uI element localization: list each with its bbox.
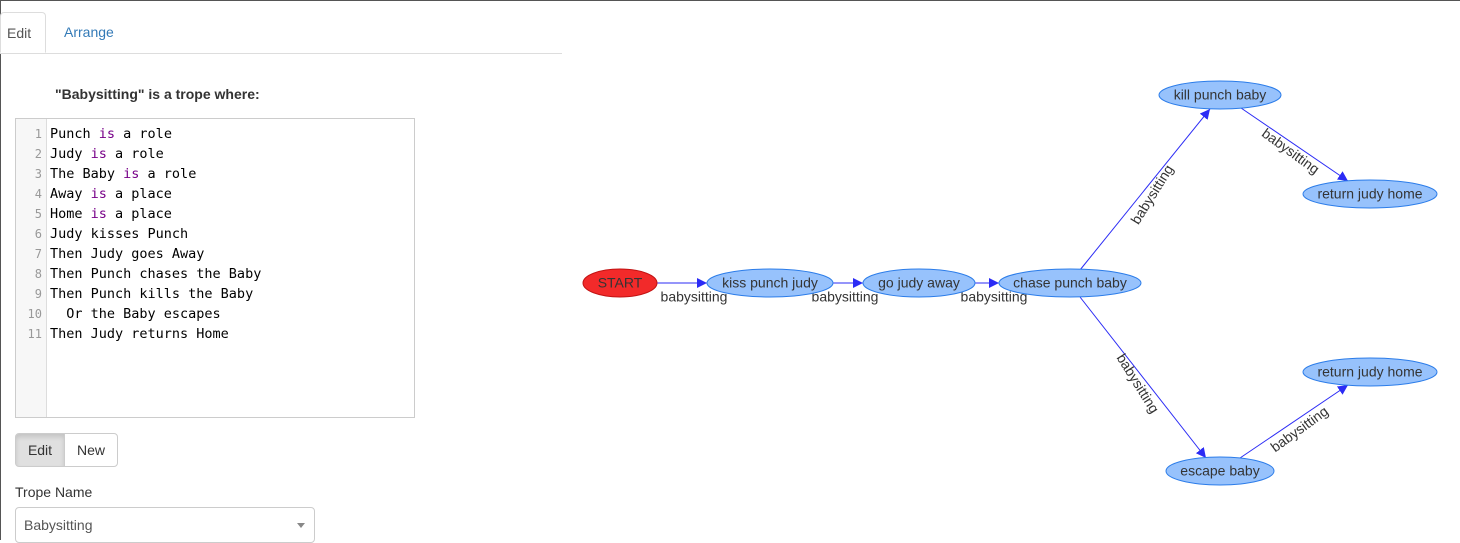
trope-name-value: Babysitting: [24, 517, 93, 533]
code-text: a role: [115, 126, 172, 142]
node-kiss[interactable]: kiss punch judy: [706, 268, 834, 298]
left-border: [0, 0, 1, 540]
code-line: Away is a place: [50, 184, 172, 204]
node-start[interactable]: START: [582, 268, 658, 298]
edge-label: babysitting: [661, 289, 728, 305]
edge-label: babysitting: [961, 289, 1028, 305]
node-label: escape baby: [1180, 463, 1259, 479]
edge-escape-ret2: [1239, 384, 1349, 459]
code-text: a place: [106, 186, 172, 202]
node-shape: [1165, 456, 1275, 486]
node-shape: [1302, 357, 1438, 387]
trope-name-label: Trope Name: [15, 484, 93, 500]
line-number: 8: [34, 267, 42, 281]
node-label: kiss punch judy: [722, 275, 818, 291]
edge-label: babysitting: [812, 289, 879, 305]
code-text: Punch: [50, 126, 99, 142]
line-number-gutter: 1 2 3 4 5 6 7 8 9 10 11: [16, 119, 47, 417]
code-line: Or the Baby escapes: [50, 304, 221, 324]
node-away[interactable]: go judy away: [862, 268, 976, 298]
code-text: a role: [106, 146, 164, 162]
code-line: Then Punch chases the Baby: [50, 264, 261, 284]
code-line: Punch is a role: [50, 124, 172, 144]
node-label: chase punch baby: [1013, 275, 1127, 291]
code-text: Then Punch chases the Baby: [50, 266, 262, 282]
keyword: is: [98, 126, 116, 142]
code-text: Judy: [50, 146, 91, 162]
node-shape: [706, 268, 834, 298]
edge-chase-escape: [1079, 296, 1207, 459]
code-text: Then Punch kills the Baby: [50, 286, 254, 302]
tab-edit[interactable]: Edit: [0, 12, 46, 53]
node-escape[interactable]: escape baby: [1165, 456, 1275, 486]
code-line: The Baby is a role: [50, 164, 196, 184]
node-label: kill punch baby: [1174, 87, 1267, 103]
code-line: Judy is a role: [50, 144, 164, 164]
code-text: a role: [139, 166, 197, 182]
node-shape: [1302, 179, 1438, 209]
new-button[interactable]: New: [64, 433, 118, 467]
line-number: 9: [34, 287, 42, 301]
edge-kill-ret1: [1240, 107, 1349, 182]
chevron-down-icon: [297, 523, 305, 528]
top-border: [0, 0, 1460, 1]
code-text: Home: [50, 206, 91, 222]
edit-button[interactable]: Edit: [15, 433, 65, 467]
node-ret2[interactable]: return judy home: [1302, 357, 1438, 387]
trope-heading: "Babysitting" is a trope where:: [55, 86, 260, 102]
code-line: Then Judy goes Away: [50, 244, 204, 264]
line-number: 11: [27, 327, 42, 341]
node-shape: [998, 268, 1142, 298]
code-line: Home is a place: [50, 204, 172, 224]
edge-chase-kill: [1079, 108, 1211, 271]
code-text: Then Judy goes Away: [50, 246, 205, 262]
code-line: Then Punch kills the Baby: [50, 284, 253, 304]
line-number: 10: [27, 307, 42, 321]
code-text: Away: [50, 186, 91, 202]
code-text: Judy kisses Punch: [50, 226, 189, 242]
line-number: 2: [34, 147, 42, 161]
line-number: 1: [34, 127, 42, 141]
tab-arrange[interactable]: Arrange: [64, 24, 114, 40]
keyword: is: [90, 186, 107, 202]
trope-name-select[interactable]: Babysitting: [15, 507, 315, 543]
line-number: 4: [34, 187, 42, 201]
code-line: Then Judy returns Home: [50, 324, 229, 344]
node-chase[interactable]: chase punch baby: [998, 268, 1142, 298]
code-text: a place: [106, 206, 172, 222]
line-number: 6: [34, 227, 42, 241]
node-shape: [862, 268, 976, 298]
edge-label: babysitting: [1259, 125, 1323, 177]
node-label: return judy home: [1317, 364, 1422, 380]
code-text: Or the Baby escapes: [50, 306, 221, 322]
code-text: Then Judy returns Home: [50, 326, 229, 342]
tab-bar: Edit Arrange: [0, 12, 562, 54]
node-label: go judy away: [878, 275, 960, 291]
line-number: 3: [34, 167, 42, 181]
line-number: 5: [34, 207, 42, 221]
code-line: Judy kisses Punch: [50, 224, 188, 244]
node-shape: [582, 268, 658, 298]
node-ret1[interactable]: return judy home: [1302, 179, 1438, 209]
node-label: return judy home: [1317, 186, 1422, 202]
node-shape: [1158, 80, 1282, 110]
edge-label: babysitting: [1267, 403, 1331, 455]
node-label: START: [598, 275, 643, 291]
edge-label: babysitting: [1114, 351, 1163, 416]
edge-label: babysitting: [1127, 162, 1176, 227]
code-text: The Baby: [50, 166, 124, 182]
keyword: is: [90, 206, 107, 222]
line-number: 7: [34, 247, 42, 261]
keyword: is: [123, 166, 140, 182]
keyword: is: [90, 146, 107, 162]
node-kill[interactable]: kill punch baby: [1158, 80, 1282, 110]
